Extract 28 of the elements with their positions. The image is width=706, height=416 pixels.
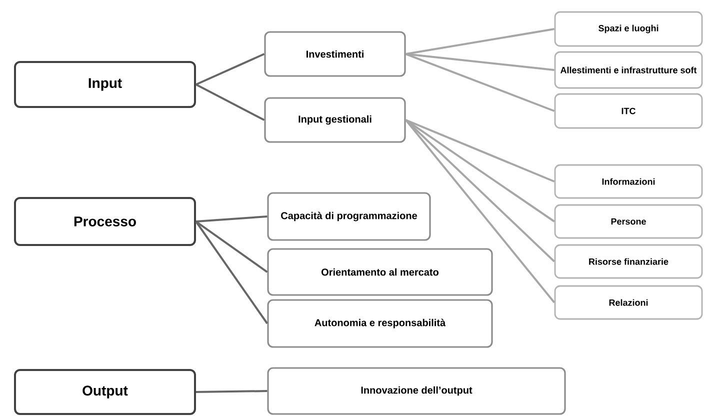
connector-line xyxy=(196,53,265,86)
connector-line xyxy=(405,119,555,262)
connector-line xyxy=(195,220,268,324)
text-box: Spazi e luoghi xyxy=(554,11,703,47)
text-box: Orientamento al mercato xyxy=(267,248,493,296)
text-box: Investimenti xyxy=(264,31,406,77)
connector-line xyxy=(196,216,268,222)
text-box: Innovazione dell’output xyxy=(267,367,566,415)
text-box: Input xyxy=(14,61,196,108)
text-box: Input gestionali xyxy=(264,97,406,143)
text-box: Relazioni xyxy=(554,285,703,320)
text-box: Autonomia e responsabilità xyxy=(267,299,493,348)
connector-line xyxy=(195,220,268,273)
text-box: ITC xyxy=(554,93,703,129)
connector-line xyxy=(196,84,265,121)
connector-line xyxy=(406,28,554,55)
text-box: Capacità di programmazione xyxy=(267,192,431,241)
text-box: Informazioni xyxy=(554,164,703,199)
text-box: Risorse finanziarie xyxy=(554,244,703,279)
connector-line xyxy=(196,390,268,393)
text-box: Output xyxy=(14,369,196,415)
connector-line xyxy=(405,53,555,112)
text-box: Processo xyxy=(14,197,196,246)
connector-line xyxy=(405,119,555,222)
text-box: Allestimenti e infrastrutture soft xyxy=(554,51,703,89)
connector-line xyxy=(405,119,555,182)
connector-line xyxy=(405,119,556,304)
text-box: Persone xyxy=(554,204,703,239)
